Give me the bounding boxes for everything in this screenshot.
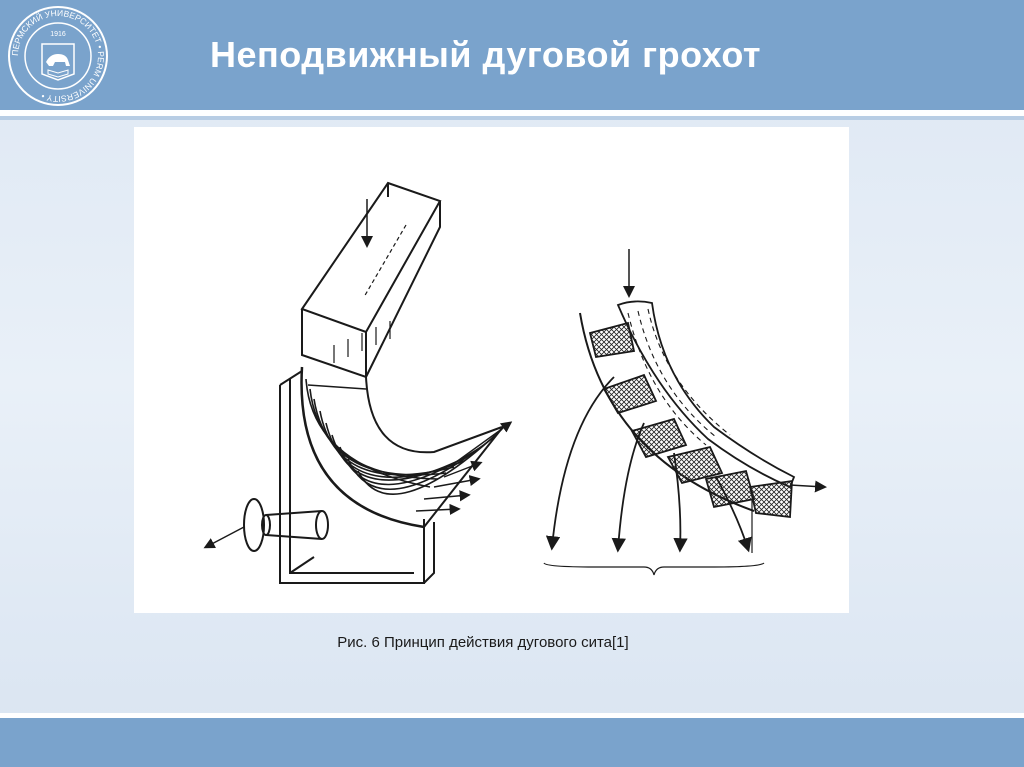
shield-icon [41, 43, 75, 81]
slide-title: Неподвижный дуговой грохот [210, 34, 762, 75]
university-logo: ПЕРМСКИЙ УНИВЕРСИТЕТ • PERM UNIVERSITY •… [8, 6, 108, 106]
figure-panel [134, 127, 849, 613]
bear-icon [46, 54, 70, 66]
arc-screen-3d [203, 181, 513, 584]
footer-divider [0, 713, 1024, 718]
book-icon [47, 69, 69, 78]
logo-year: 1916 [50, 31, 66, 38]
figure-caption: Рис. 6 Принцип действия дугового сита[1] [0, 634, 1024, 651]
header-divider-shadow [0, 116, 1024, 120]
header-bar [0, 0, 1024, 110]
header-divider [0, 110, 1024, 116]
arc-screen-section [543, 249, 827, 576]
arc-screen-diagram [203, 181, 827, 584]
figure-caption-text: Рис. 6 Принцип действия дугового сита[1] [337, 634, 629, 651]
footer-bar [0, 718, 1024, 767]
